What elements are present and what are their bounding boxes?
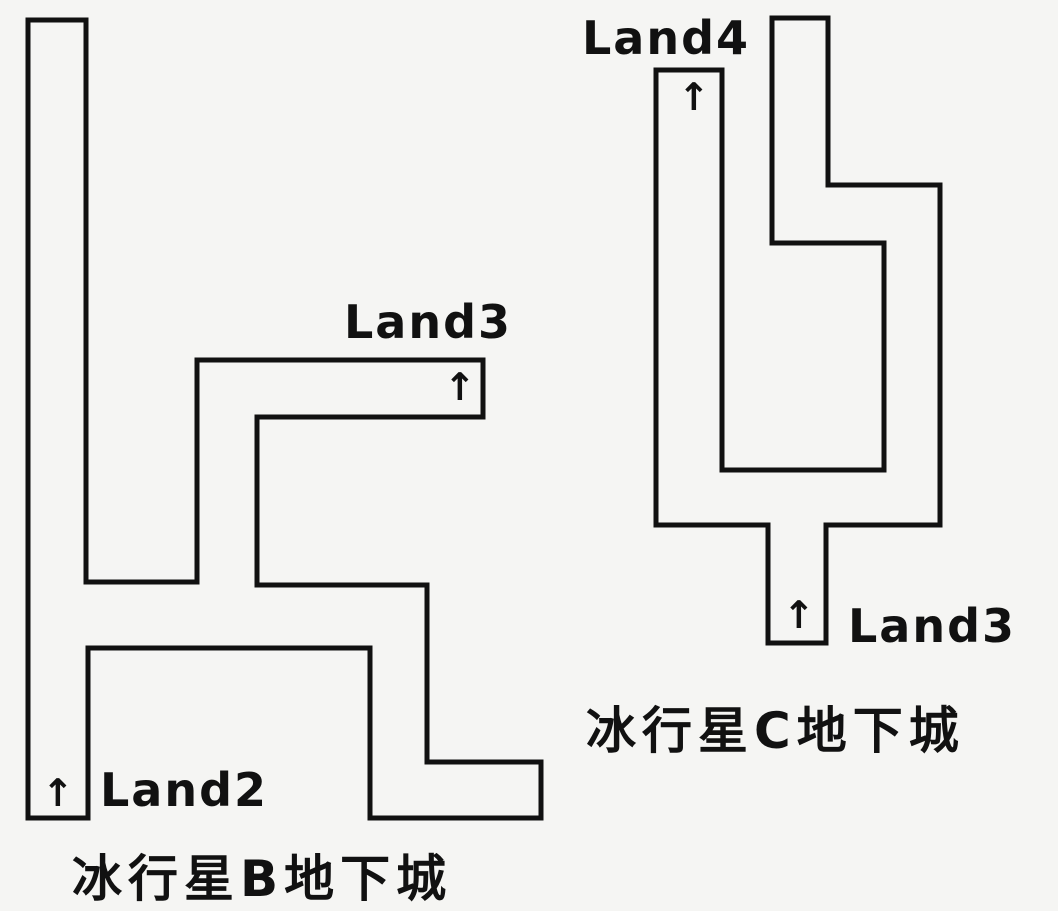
map-c-outline [653,15,943,646]
map-b-outline [25,17,544,821]
map-c: Land4 ↑ ↑ Land3 冰行星C地下城 [582,11,1016,760]
map-c-caption: 冰行星C地下城 [586,702,965,760]
map-b-land3-arrow-icon: ↑ [444,365,476,409]
map-b: ↑ Land3 ↑ Land2 冰行星B地下城 [25,17,544,908]
map-c-land3-label: Land3 [848,599,1016,653]
map-b-land2-label: Land2 [100,763,268,817]
map-b-land2-arrow-icon: ↑ [42,771,74,815]
map-c-land4-label: Land4 [582,11,750,65]
map-c-land4-arrow-icon: ↑ [678,75,710,119]
map-b-caption: 冰行星B地下城 [72,850,452,908]
map-c-land3-arrow-icon: ↑ [783,593,815,637]
map-b-land3-label: Land3 [344,295,512,349]
